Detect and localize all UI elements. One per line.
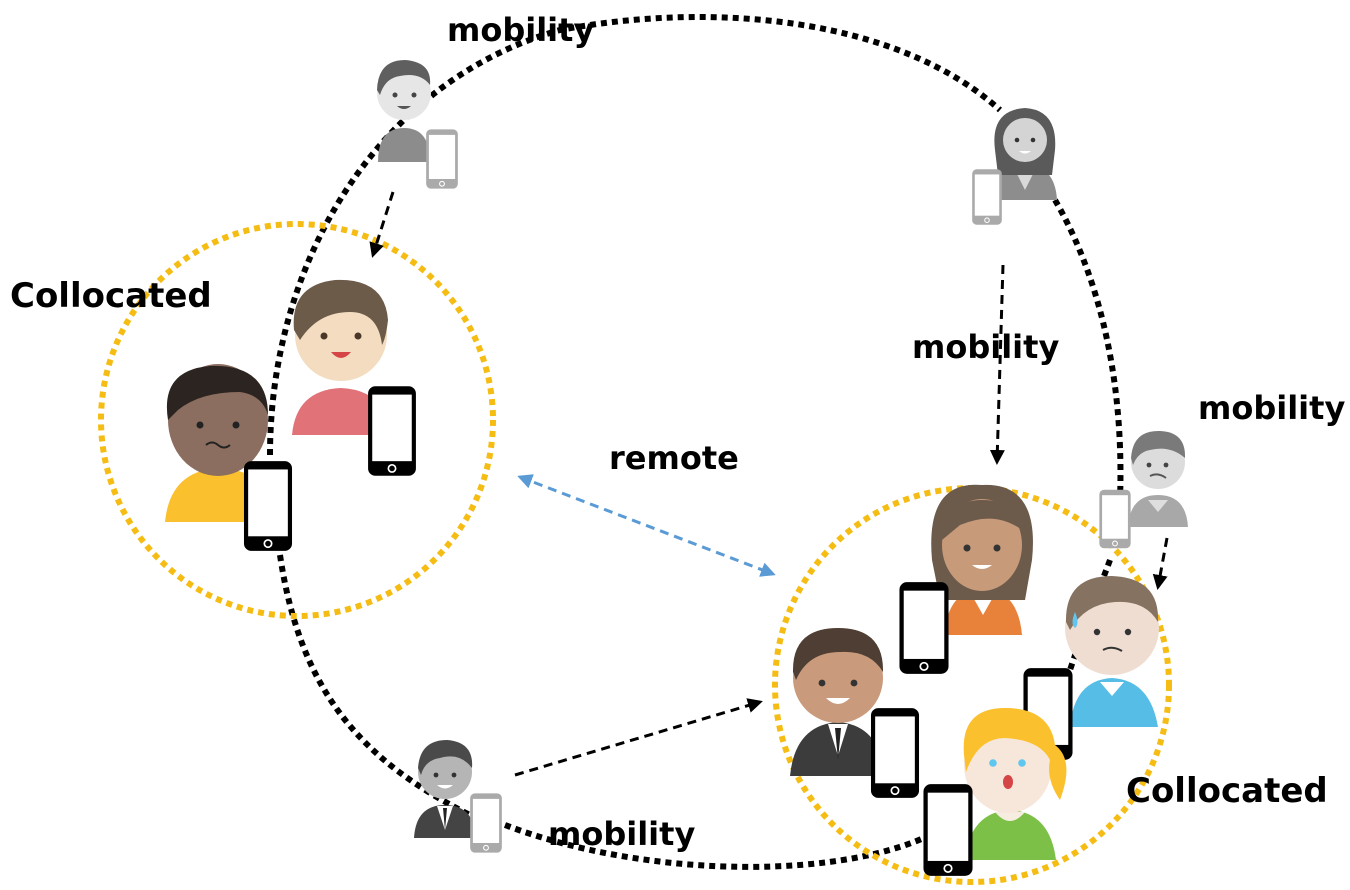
arrow-right-to-right-group <box>989 264 1005 465</box>
person-man-pink-shirt-icon <box>292 279 417 477</box>
move-arrows <box>369 191 1169 777</box>
person-man-blue-shirt-icon <box>1022 576 1159 761</box>
label-mobility-bottom: mobility <box>548 815 695 853</box>
label-collocated-left: Collocated <box>10 276 212 316</box>
person-man-suit-icon <box>790 628 920 799</box>
mobility-path-top <box>267 14 1003 456</box>
person-woman-orange-shirt-icon <box>898 484 1033 675</box>
transit-person-bottom-icon <box>414 740 503 854</box>
label-mobility-top: mobility <box>447 11 594 49</box>
transit-person-far-right-icon <box>1098 430 1188 549</box>
label-mobility-right-mid: mobility <box>912 328 1059 366</box>
label-mobility-far-right: mobility <box>1198 389 1345 427</box>
arrow-top-to-left-group <box>369 191 395 258</box>
mobility-path-bottom <box>503 822 942 870</box>
mobility-path-right <box>1052 198 1124 501</box>
arrow-bottom-to-right-group <box>514 698 763 777</box>
transit-person-top-icon <box>377 60 459 190</box>
remote-arrow <box>517 474 776 577</box>
mobility-path-right-inner <box>1067 558 1113 671</box>
transit-person-right-icon <box>971 108 1057 226</box>
arrow-far-right-down <box>1152 537 1169 590</box>
label-remote: remote <box>609 439 739 477</box>
person-woman-green-shirt-icon <box>922 708 1067 877</box>
person-man-yellow-shirt-icon <box>165 364 293 552</box>
collocated-circle-left <box>98 221 496 619</box>
label-collocated-right: Collocated <box>1126 771 1328 811</box>
